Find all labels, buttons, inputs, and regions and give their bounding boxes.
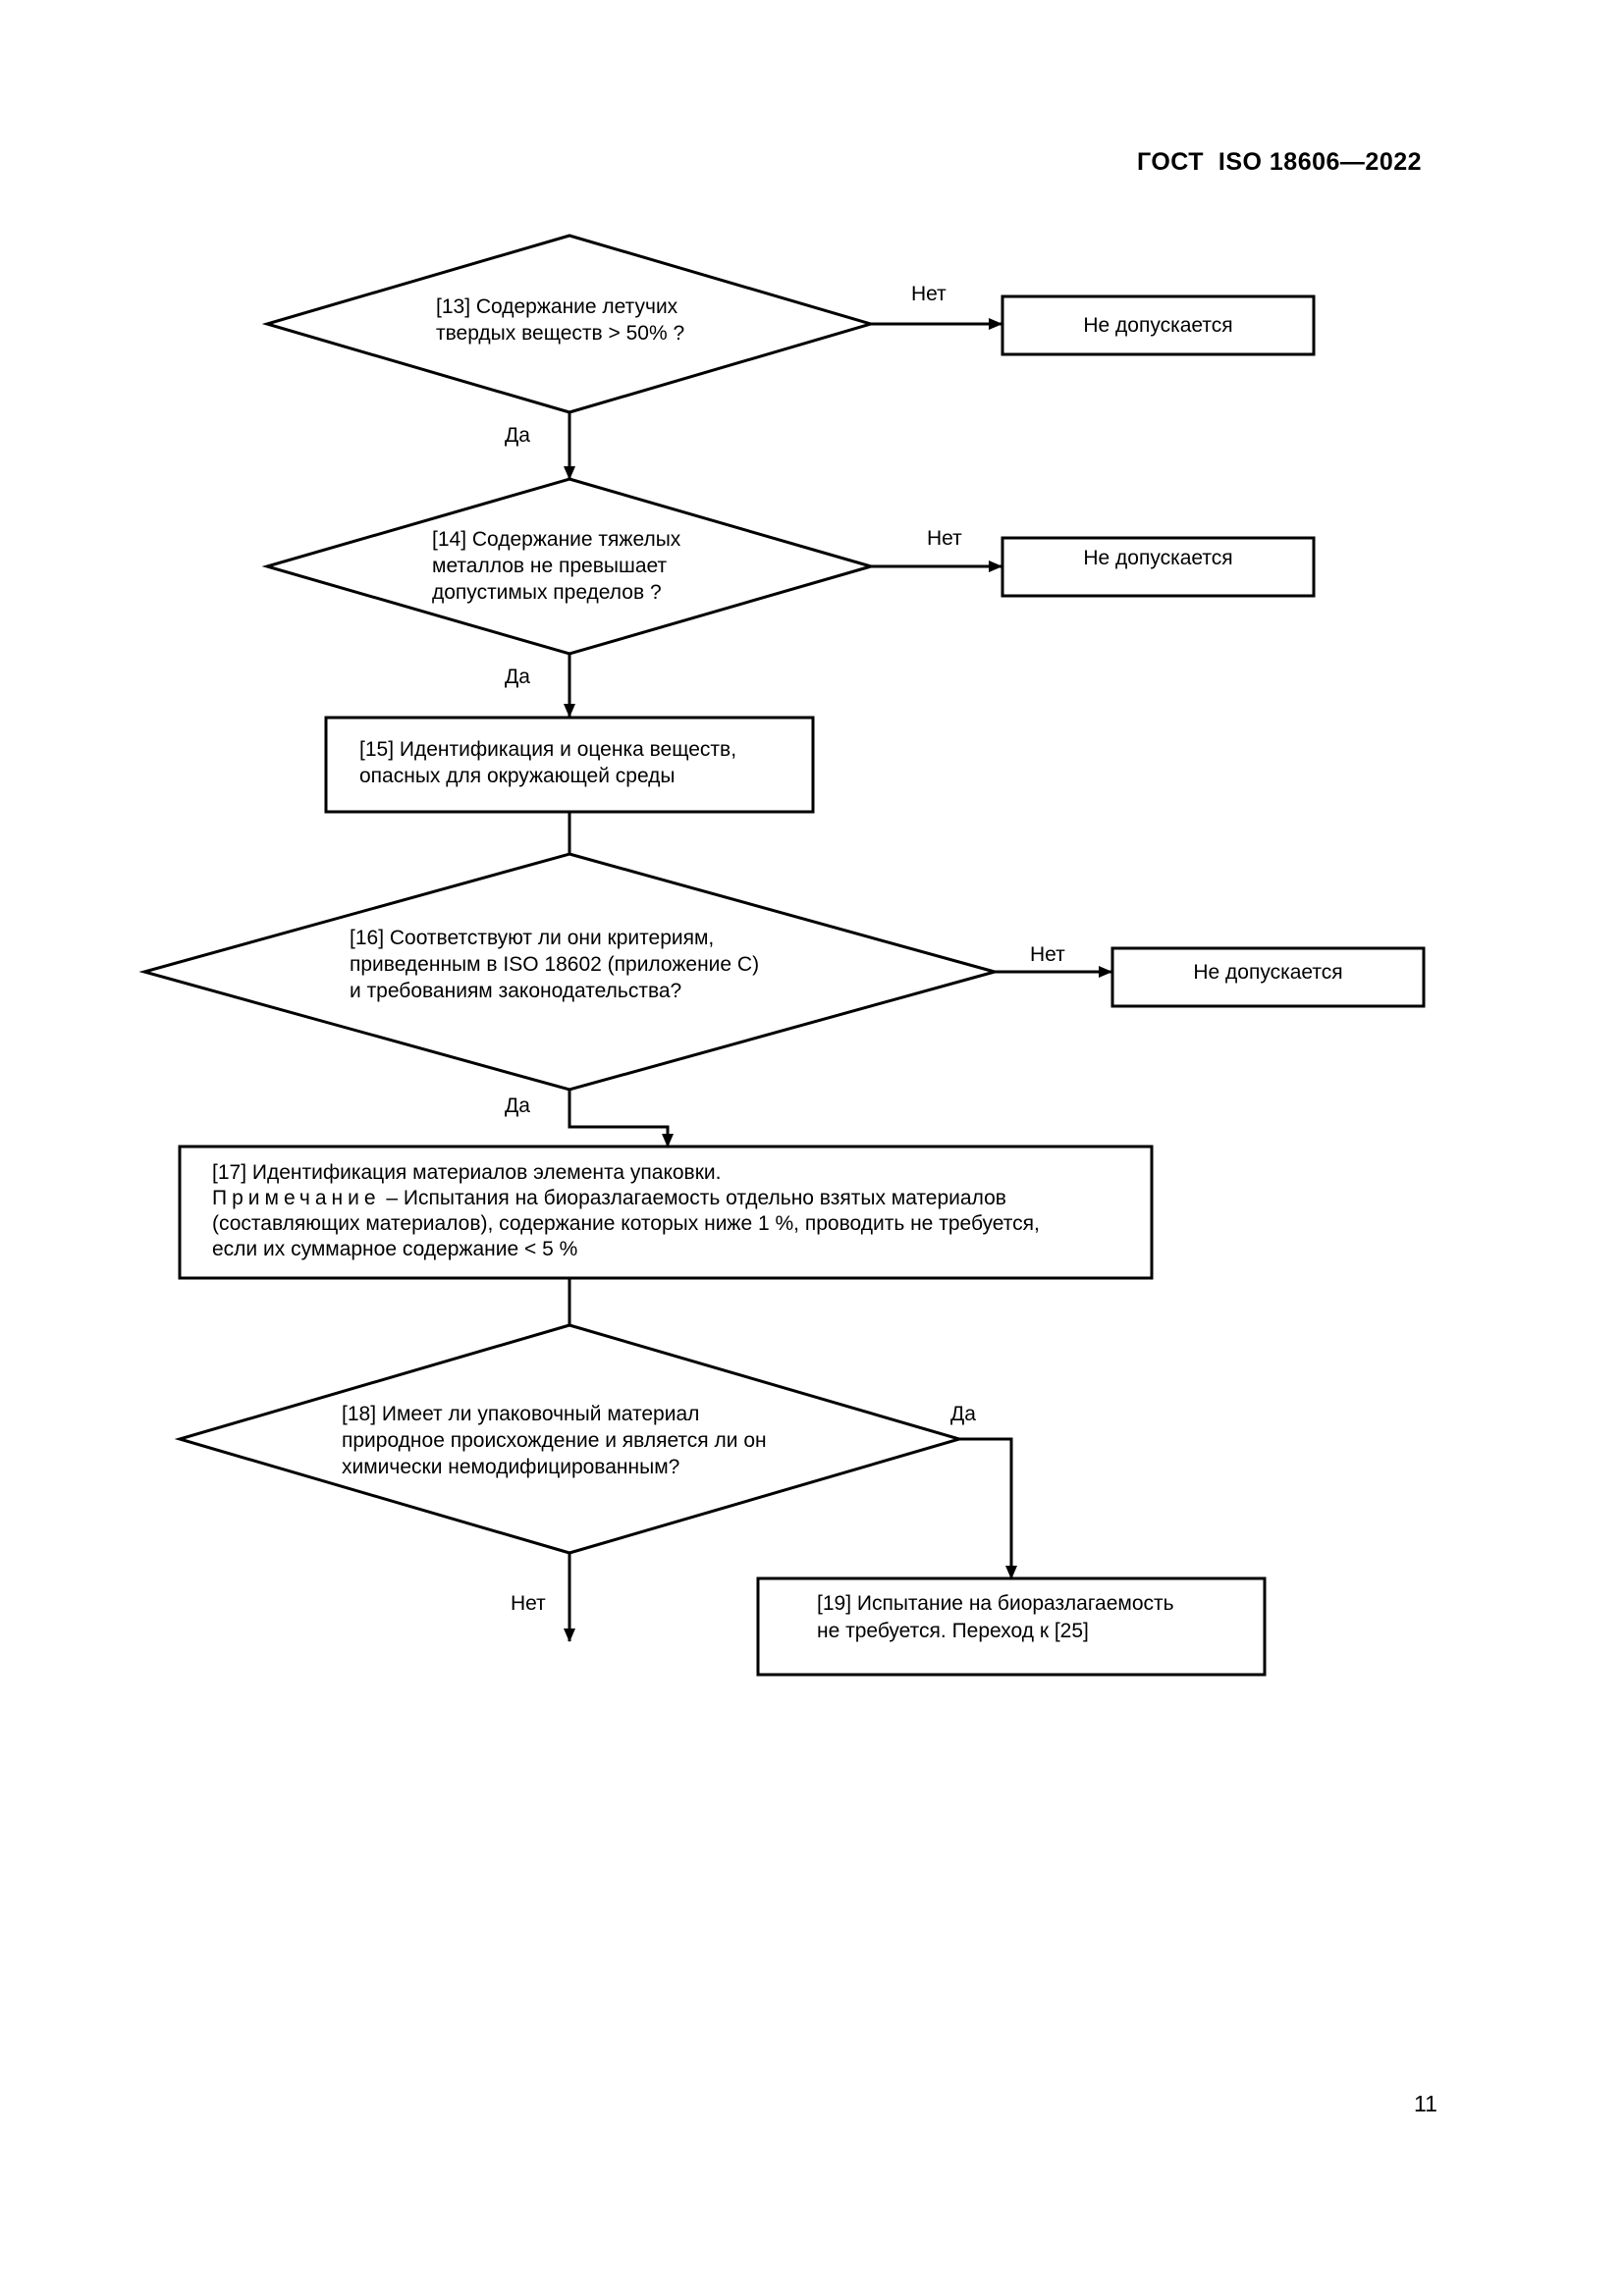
process-15-line2: опасных для окружающей среды <box>359 765 676 787</box>
result-16-box <box>1110 946 1426 1008</box>
process-17-line4: если их суммарное содержание < 5 % <box>212 1238 578 1260</box>
label-13-yes: Да <box>505 424 530 447</box>
result-14-text: Не допускается <box>1083 547 1233 569</box>
label-13-no: Нет <box>911 283 947 305</box>
result-14-box <box>1001 536 1316 598</box>
decision-13-line2: твердых веществ > 50% ? <box>436 322 685 345</box>
decision-14-line1: [14] Содержание тяжелых <box>432 528 681 551</box>
decision-18-line2: природное происхождение и является ли он <box>342 1429 767 1452</box>
process-15-line1: [15] Идентификация и оценка веществ, <box>359 738 737 761</box>
arrow-18-yes <box>959 1437 1017 1579</box>
label-16-no: Нет <box>1030 943 1065 966</box>
decision-16-line2: приведенным в ISO 18602 (приложение С) <box>350 953 760 976</box>
note-text: – Испытания на биоразлагаемость отдельно… <box>380 1187 1006 1209</box>
label-18-no: Нет <box>511 1592 546 1615</box>
page-number: 11 <box>1414 2091 1437 2116</box>
note-label: Примечание <box>212 1187 381 1209</box>
decision-14-line3: допустимых пределов ? <box>432 581 662 604</box>
process-17-note: Примечание – Испытания на биоразлагаемос… <box>212 1185 1006 1211</box>
arrow-16-yes <box>568 1090 674 1148</box>
document-header: ГОСТ ISO 18606—2022 <box>1137 148 1423 176</box>
process-19-line2: не требуется. Переход к [25] <box>817 1620 1089 1642</box>
process-17-box <box>178 1145 1154 1280</box>
label-16-yes: Да <box>505 1095 530 1117</box>
result-16-text: Не допускается <box>1193 961 1343 984</box>
label-14-yes: Да <box>505 666 530 688</box>
result-13-box <box>1001 294 1316 356</box>
decision-16-line1: [16] Соответствуют ли они критериям, <box>350 927 715 949</box>
process-19-line1: [19] Испытание на биоразлагаемость <box>817 1592 1174 1615</box>
process-17-line1: [17] Идентификация материалов элемента у… <box>212 1161 722 1184</box>
label-18-yes: Да <box>950 1403 976 1425</box>
result-13-text: Не допускается <box>1083 314 1233 337</box>
decision-18-line1: [18] Имеет ли упаковочный материал <box>342 1403 700 1425</box>
process-19-box <box>756 1576 1267 1677</box>
decision-16-line3: и требованиям законодательства? <box>350 980 682 1002</box>
process-17-line3: (составляющих материалов), содержание ко… <box>212 1212 1040 1235</box>
decision-18-line3: химически немодифицированным? <box>342 1456 680 1478</box>
label-14-no: Нет <box>927 527 962 550</box>
decision-13-line1: [13] Содержание летучих <box>436 295 678 318</box>
decision-14-line2: металлов не превышает <box>432 555 668 577</box>
